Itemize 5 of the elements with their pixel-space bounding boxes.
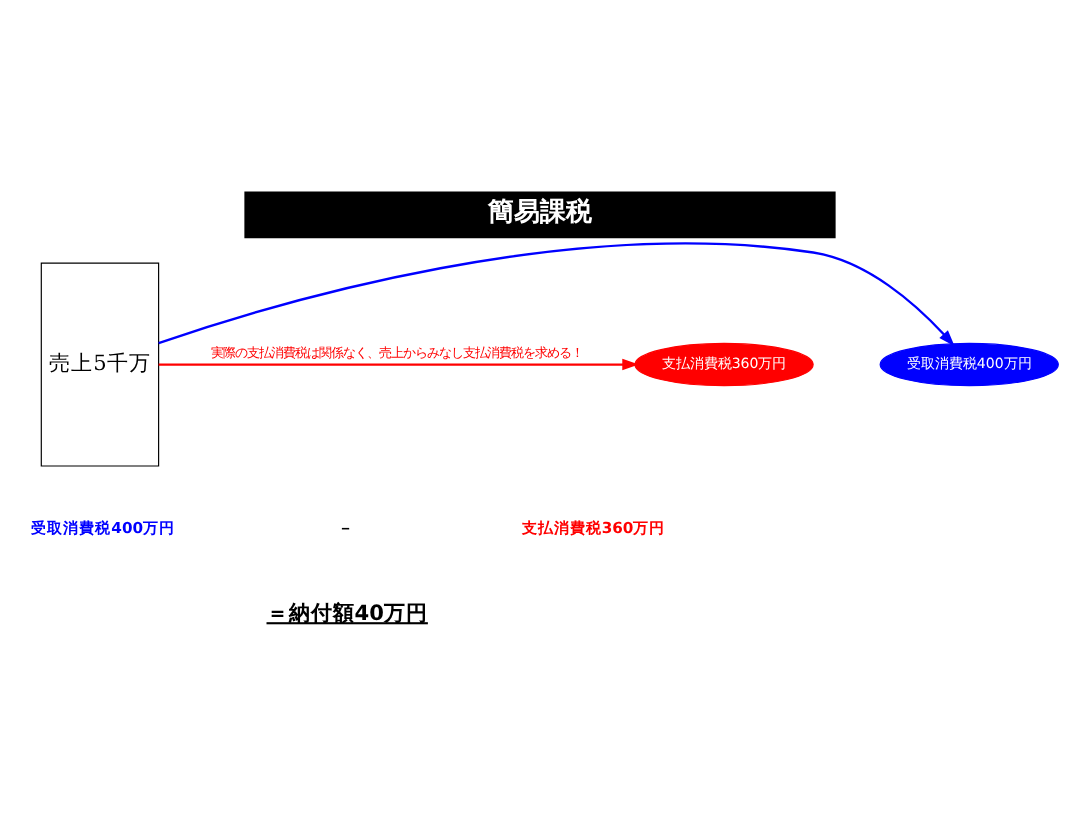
arrow — [158, 357, 639, 370]
label: ＝納付額40万円 — [266, 601, 428, 626]
diagram-title: 簡易課税 — [488, 197, 593, 228]
arrow — [158, 241, 955, 346]
node-box: 売上5千万 — [40, 261, 160, 466]
